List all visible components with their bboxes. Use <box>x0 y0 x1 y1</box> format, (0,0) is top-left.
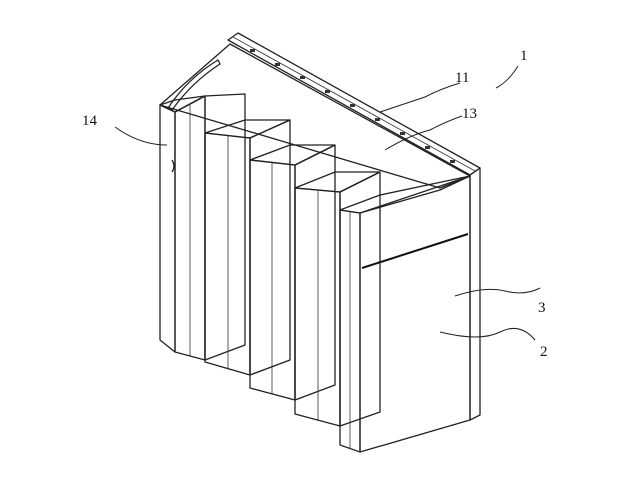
pocket-1 <box>159 59 246 361</box>
label-frame: 1 <box>520 48 528 64</box>
side-slot-icon <box>171 159 175 173</box>
rail-holes <box>250 49 455 163</box>
separator-line <box>361 233 469 269</box>
pocket-2 <box>204 119 291 376</box>
pocket-front <box>339 175 471 453</box>
pocket-3 <box>249 144 336 401</box>
filter-media <box>359 175 471 453</box>
label-top-rail: 11 <box>455 70 469 86</box>
top-panel <box>159 43 471 189</box>
label-side-strip: 14 <box>82 113 98 129</box>
label-top-panel: 13 <box>462 106 477 122</box>
reference-labels: 1 11 13 14 3 2 <box>82 48 548 360</box>
back-frame-rail <box>227 32 481 421</box>
label-separator: 3 <box>538 300 546 316</box>
label-filter-media: 2 <box>540 344 548 360</box>
leader-lines <box>114 65 541 341</box>
